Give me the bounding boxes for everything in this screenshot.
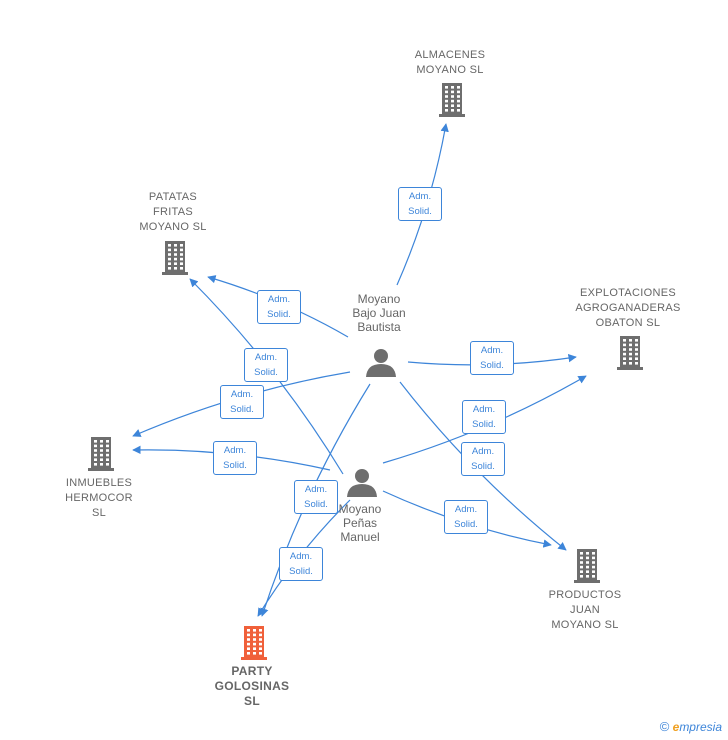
node-label-productos: PRODUCTOS JUAN MOYANO SL: [548, 589, 622, 631]
footer-brand: © empresia: [660, 719, 722, 734]
edge-label-penas-party: Adm. Solid.: [279, 547, 323, 581]
person-icon: [366, 349, 396, 377]
building-icon: [241, 626, 267, 660]
edge-label-bajo-almacenes: Adm. Solid.: [398, 187, 442, 221]
edge-label-penas-explotaciones: Adm. Solid.: [462, 400, 506, 434]
brand-initial: e: [672, 720, 680, 734]
copyright-symbol: ©: [659, 719, 670, 734]
building-icon: [574, 549, 600, 583]
building-icon: [88, 437, 114, 471]
node-label-bajo: Moyano Bajo Juan Bautista: [352, 292, 406, 334]
edge-label-penas-inmuebles: Adm. Solid.: [213, 441, 257, 475]
node-label-inmuebles: INMUEBLES HERMOCOR SL: [65, 477, 133, 519]
node-label-party: PARTY GOLOSINAS SL: [214, 664, 290, 708]
edge-label-bajo-productos: Adm. Solid.: [461, 442, 505, 476]
node-label-explotaciones: EXPLOTACIONES AGROGANADERAS OBATON SL: [575, 287, 681, 329]
node-label-almacenes: ALMACENES MOYANO SL: [414, 49, 486, 76]
building-icon: [617, 336, 643, 370]
building-icon: [439, 83, 465, 117]
building-icon: [162, 241, 188, 275]
edge-label-penas-patatas: Adm. Solid.: [244, 348, 288, 382]
person-icon: [347, 469, 377, 497]
edge-label-bajo-party: Adm. Solid.: [294, 480, 338, 514]
edge-label-bajo-patatas: Adm. Solid.: [257, 290, 301, 324]
edge-label-bajo-explotaciones: Adm. Solid.: [470, 341, 514, 375]
edge-label-bajo-inmuebles: Adm. Solid.: [220, 385, 264, 419]
node-label-patatas: PATATAS FRITAS MOYANO SL: [139, 191, 207, 233]
brand-name: mpresia: [679, 720, 722, 734]
edge-label-penas-productos: Adm. Solid.: [444, 500, 488, 534]
node-label-penas: Moyano Peñas Manuel: [338, 502, 382, 544]
